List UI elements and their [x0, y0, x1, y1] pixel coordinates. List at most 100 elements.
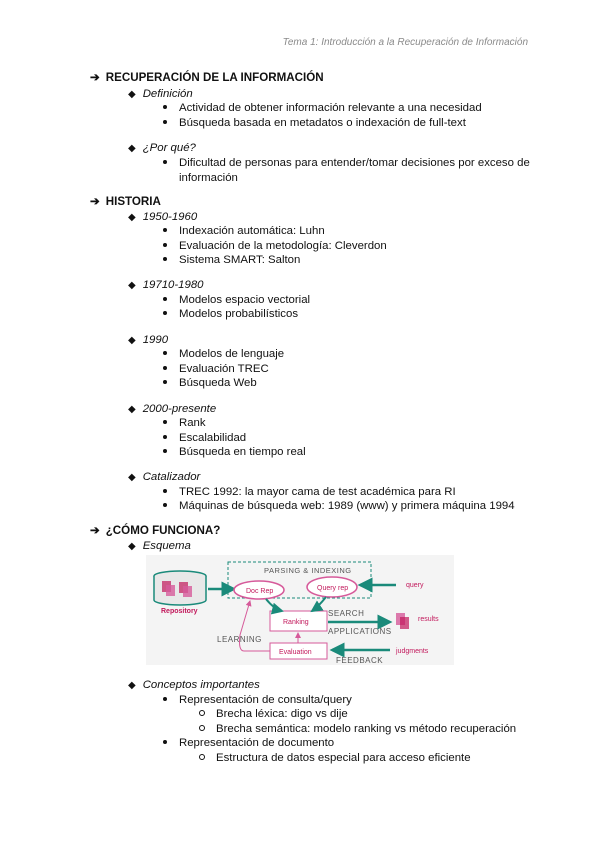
dot-icon [163, 379, 167, 384]
list-item-continuation: información [179, 172, 238, 184]
results-icon [396, 613, 409, 629]
section-title-text: HISTORIA [105, 195, 161, 208]
bullet-definicion: ◆ Definición [128, 87, 193, 102]
list-item: Dificultad de personas para entender/tom… [163, 156, 530, 170]
list-item-text: Actividad de obtener información relevan… [179, 102, 482, 114]
queryrep-node [306, 576, 358, 598]
dot-icon [163, 296, 167, 301]
list-item: Representación de consulta/query [163, 693, 352, 707]
bullet-label: 1990 [142, 334, 169, 346]
sub-list-item: Brecha léxica: digo vs dije [199, 707, 348, 721]
bullet-catalizador: ◆Catalizador [128, 470, 200, 485]
list-item: Búsqueda basada en metadatos o indexació… [163, 116, 466, 130]
repository-icon [153, 570, 207, 606]
list-item-text: Modelos espacio vectorial [179, 294, 311, 306]
list-item-text: Evaluación de la metodología: Cleverdon [179, 240, 387, 252]
bullet-label: Catalizador [142, 471, 201, 483]
list-item: Evaluación TREC [163, 362, 269, 376]
list-item-text: Rank [179, 417, 206, 429]
diamond-icon: ◆ [128, 89, 136, 100]
arrow-queryrep-ranking [310, 596, 327, 613]
ir-process-diagram: Repository PARSING & INDEXING Doc Rep Qu… [146, 555, 454, 665]
sub-list-item-text: Estructura de datos especial para acceso… [216, 752, 471, 764]
diagram-svg: Repository PARSING & INDEXING Doc Rep Qu… [153, 561, 439, 665]
dot-icon [163, 256, 167, 261]
list-item: Modelos espacio vectorial [163, 293, 310, 307]
arrow-eval-docrep [239, 600, 270, 652]
section-title-recuperacion: ➔ RECUPERACIÓN DE LA INFORMACIÓN [90, 71, 324, 85]
applications-label: APPLICATIONS [328, 627, 392, 636]
sub-list-item: Estructura de datos especial para acceso… [199, 751, 471, 765]
list-item-text: Búsqueda en tiempo real [179, 446, 306, 458]
list-item-text: Indexación automática: Luhn [179, 225, 325, 237]
search-label: SEARCH [328, 609, 364, 618]
diamond-icon: ◆ [128, 143, 136, 154]
list-item: Máquinas de búsqueda web: 1989 (www) y p… [163, 499, 515, 513]
dot-icon [163, 696, 167, 701]
dot-icon [163, 488, 167, 493]
judgments-label: judgments [395, 648, 429, 655]
bullet-esquema: ◆ Esquema [128, 539, 191, 554]
repository-label: Repository [161, 608, 198, 615]
dot-icon [163, 227, 167, 232]
dot-icon [163, 104, 167, 109]
list-item: Indexación automática: Luhn [163, 224, 325, 238]
page-header: Tema 1: Introducción a la Recuperación d… [282, 37, 528, 48]
ranking-label: Ranking [283, 619, 309, 626]
bullet-label: Esquema [142, 540, 191, 552]
list-item: Modelos probabilísticos [163, 307, 298, 321]
list-item-text: TREC 1992: la mayor cama de test académi… [179, 486, 456, 498]
dot-icon [163, 502, 167, 507]
list-item: Sistema SMART: Salton [163, 253, 300, 267]
docrep-node [233, 580, 285, 600]
bullet-label: Definición [142, 88, 193, 100]
sub-list-item: Brecha semántica: modelo ranking vs méto… [199, 722, 516, 736]
dot-icon [163, 350, 167, 355]
list-item-text: Escalabilidad [179, 432, 247, 444]
list-item-text: Representación de consulta/query [179, 694, 352, 706]
dot-icon [163, 419, 167, 424]
dot-icon [163, 119, 167, 124]
queryrep-label: Query rep [317, 585, 348, 592]
sub-list-item-text: Brecha léxica: digo vs dije [216, 708, 348, 720]
section-title-historia: ➔ HISTORIA [90, 195, 161, 209]
query-label: query [406, 582, 424, 589]
section-title-como-funciona: ➔ ¿CÓMO FUNCIONA? [90, 524, 220, 538]
sub-list-item-text: Brecha semántica: modelo ranking vs méto… [216, 723, 517, 735]
results-label: results [418, 616, 439, 623]
feedback-label: FEEDBACK [336, 656, 383, 665]
arrow-icon: ➔ [90, 71, 100, 84]
diamond-icon: ◆ [128, 541, 136, 552]
dot-icon [163, 310, 167, 315]
dot-icon [163, 159, 167, 164]
list-item-text: Búsqueda Web [179, 377, 257, 389]
list-item-text: Búsqueda basada en metadatos o indexació… [179, 117, 466, 129]
diamond-icon: ◆ [128, 335, 136, 346]
diamond-icon: ◆ [128, 280, 136, 291]
list-item: Representación de documento [163, 736, 334, 750]
list-item: Evaluación de la metodología: Cleverdon [163, 239, 387, 253]
arrow-icon: ➔ [90, 195, 100, 208]
list-item: Búsqueda Web [163, 376, 257, 390]
diamond-icon: ◆ [128, 404, 136, 415]
arrow-docrep-ranking [265, 598, 284, 615]
bullet-period: ◆2000-presente [128, 402, 216, 417]
dot-icon [163, 448, 167, 453]
circle-icon [199, 753, 205, 760]
bullet-label: 1950-1960 [142, 211, 198, 223]
list-item-text: Evaluación TREC [179, 363, 269, 375]
bullet-label: Conceptos importantes [142, 679, 260, 691]
bullet-period: ◆19710-1980 [128, 278, 204, 293]
section-title-text: RECUPERACIÓN DE LA INFORMACIÓN [105, 71, 324, 84]
arrow-icon: ➔ [90, 524, 100, 537]
bullet-period: ◆1950-1960 [128, 210, 197, 225]
dot-icon [163, 242, 167, 247]
list-item-text: Modelos de lenguaje [179, 348, 285, 360]
list-item-text: Representación de documento [179, 737, 335, 749]
list-item: Búsqueda en tiempo real [163, 445, 306, 459]
list-item: Escalabilidad [163, 431, 246, 445]
docrep-label: Doc Rep [246, 588, 273, 595]
bullet-conceptos: ◆Conceptos importantes [128, 678, 260, 693]
section-title-text: ¿CÓMO FUNCIONA? [105, 524, 221, 537]
list-item-text: Modelos probabilísticos [179, 308, 299, 320]
